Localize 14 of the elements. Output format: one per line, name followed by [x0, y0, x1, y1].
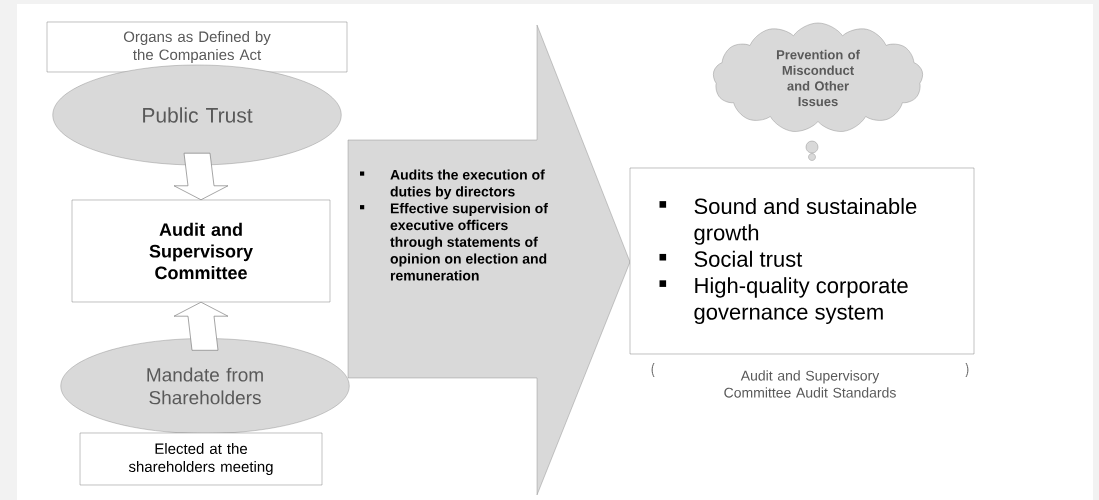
- oval: Public Trust: [52, 64, 342, 166]
- label-box: Organs as Defined by the Companies Act: [46, 21, 348, 73]
- oval: Mandate from Shareholders: [60, 338, 350, 434]
- hollow-arrow: [173, 152, 229, 201]
- list-item: Audits the execution of duties by directors: [360, 169, 545, 200]
- committee-box: Audit and Supervisory Committee: [71, 199, 331, 303]
- label-box: Elected at the shareholders meeting: [79, 432, 323, 486]
- node-label: Audit and Supervisory Committee Audit Standards: [724, 370, 896, 398]
- list-item: Effective supervision of executive officers through statements of opinion on election and remuneration: [360, 203, 548, 281]
- list-item: Social trust: [659, 250, 803, 267]
- thought-cloud: Prevention of Misconduct and Other Issues: [713, 22, 923, 132]
- list-item: Sound and sustainable growth: [659, 197, 917, 245]
- list-item: High-quality corporate governance system: [659, 277, 908, 325]
- hollow-arrow: [173, 301, 229, 351]
